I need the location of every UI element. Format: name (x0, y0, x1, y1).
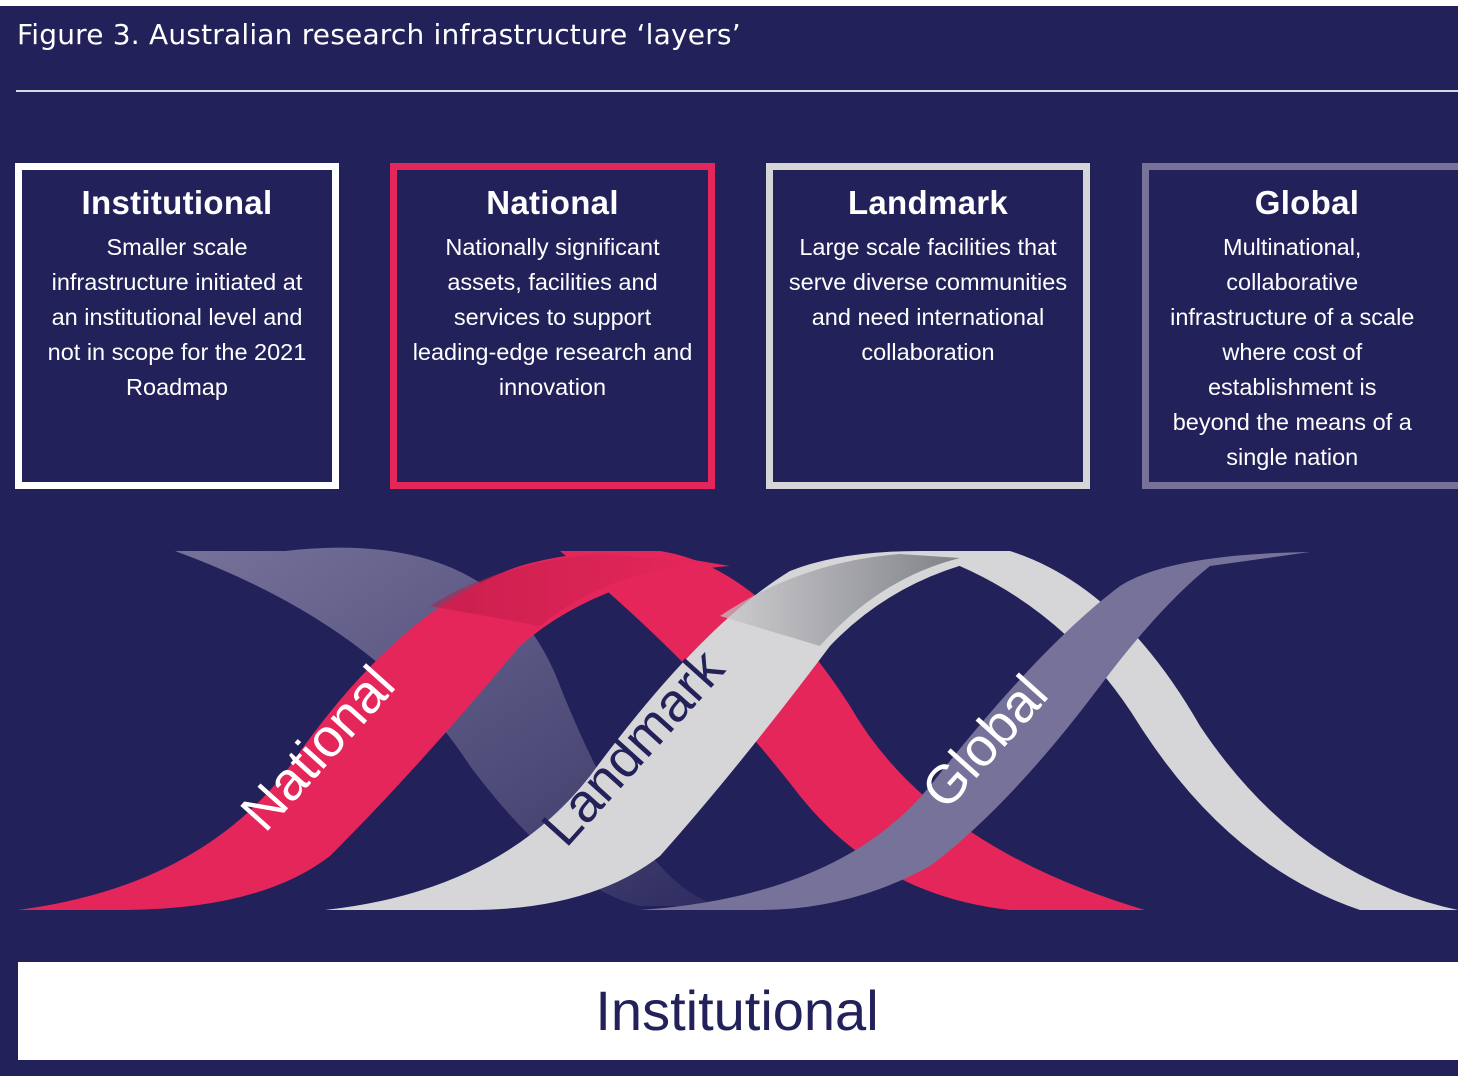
ribbon-global (640, 552, 1310, 910)
layer-box-institutional: Institutional Smaller scale infrastructu… (15, 163, 339, 489)
layer-description-landmark: Large scale facilities that serve divers… (788, 234, 1068, 365)
ribbon-landmark-fold (720, 554, 960, 646)
layer-title-institutional: Institutional (81, 184, 273, 221)
layer-title-national: National (486, 184, 619, 221)
layer-box-global: Global Multinational, collaborative infr… (1142, 163, 1458, 489)
ribbon-national-fold (430, 554, 700, 626)
figure-title: Figure 3. Australian research infrastruc… (17, 18, 741, 51)
ribbon-landmark (325, 551, 1010, 910)
layer-description-national: Nationally significant assets, facilitie… (412, 234, 693, 400)
ribbon-diagram: National Landmark Global (18, 547, 1458, 910)
figure-panel: Figure 3. Australian research infrastruc… (0, 6, 1458, 1076)
ribbon-national (18, 551, 730, 910)
base-layer-bar: Institutional (18, 962, 1458, 1060)
layer-box-national: National Nationally significant assets, … (390, 163, 715, 489)
base-layer-label: Institutional (595, 979, 879, 1042)
layer-description-global: Multinational, collaborative infrastruct… (1170, 234, 1415, 470)
layer-box-landmark: Landmark Large scale facilities that ser… (766, 163, 1090, 489)
ribbon-back-light (920, 551, 1458, 910)
layer-title-landmark: Landmark (847, 184, 1009, 221)
layer-description-institutional: Smaller scale infrastructure initiated a… (47, 234, 307, 400)
title-divider (16, 90, 1458, 92)
layer-title-global: Global (1254, 184, 1360, 221)
